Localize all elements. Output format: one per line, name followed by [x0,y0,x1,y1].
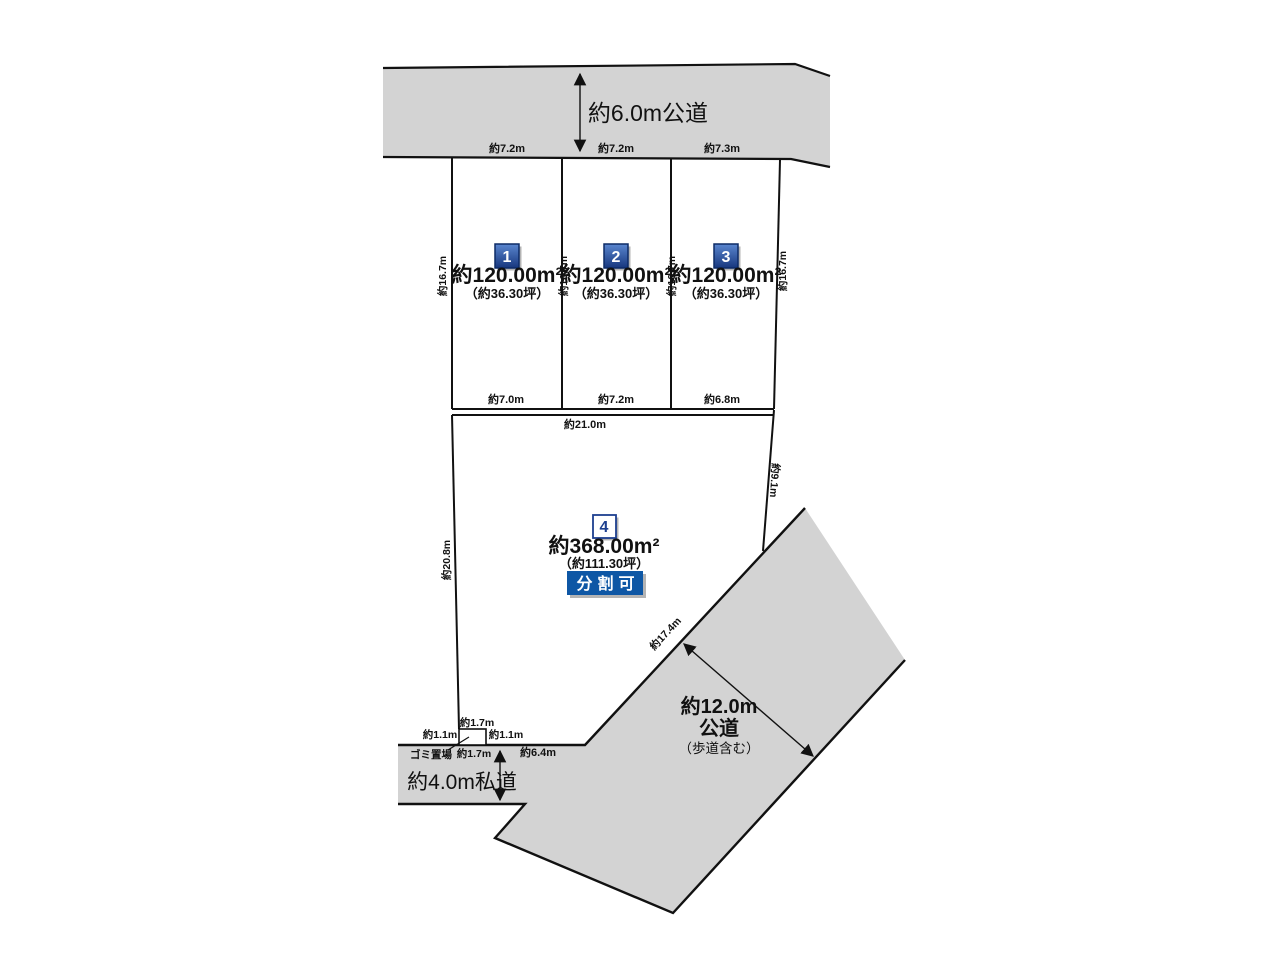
dim-lot4-right: 約9.1m [767,463,782,498]
lot-3-area: 約120.00m² [671,263,782,287]
top-road-area [383,64,830,167]
dim-lot4-left: 約20.8m [440,540,453,580]
lot-2-tsubo: （約36.30坪） [574,286,659,301]
private-road-label: 約4.0m私道 [407,771,517,794]
lot-2-label-group: 2 約120.00m² （約36.30坪） [561,243,672,301]
dim-garbage-top: 約1.7m [460,716,494,729]
lot-4-number: 4 [600,519,609,536]
dim-depth-mid2: 約16.7m [665,256,678,296]
dim-lot2-bottom: 約7.2m [598,392,634,406]
lot4-right-boundary [762,409,775,552]
public-road-label-type: 公道 [699,716,739,740]
public-road-far-edge [398,659,906,915]
dim-lot1-frontage: 約7.2m [489,141,525,155]
top-road-label: 約6.0m公道 [588,100,708,126]
public-road-label-note: （歩道含む） [679,741,760,756]
lot3-right-boundary [773,159,781,410]
bottom-roads-area [398,508,905,913]
top-road-lower-edge [382,155,831,169]
lot-4-split-label: 分割可 [576,574,639,593]
lot-1-number: 1 [503,249,512,266]
dim-garbage-left: 約1.1m [423,728,457,741]
lot-2-area: 約120.00m² [561,263,672,287]
lot-1-badge [494,243,520,269]
lot-1-label-group: 1 約120.00m² （約36.30坪） [452,243,563,301]
dim-garbage-bottom: 約1.7m [457,747,491,760]
public-road-width-arrow [683,643,814,757]
lot-4-badge [592,514,617,539]
lot-4-tsubo: （約111.30坪） [559,556,649,571]
top-road-upper-edge [382,62,831,78]
dim-lot1-bottom: 約7.0m [488,392,524,406]
dim-lot3-frontage: 約7.3m [704,141,740,155]
public-road-label-width: 約12.0m [681,694,758,718]
lot-2-badge [603,243,629,269]
dim-depth-right: 約16.7m [776,251,789,291]
lot4-left-boundary [451,414,460,730]
lot-3-tsubo: （約36.30坪） [684,286,769,301]
lot-2-number: 2 [612,249,621,266]
dim-bottom-edge: 約6.4m [520,745,556,759]
lot-1-tsubo: （約36.30坪） [465,286,550,301]
dim-lot3-bottom: 約6.8m [704,392,740,406]
dim-lot4-top: 約21.0m [564,417,606,431]
lot-3-number: 3 [722,249,731,266]
garbage-station-leader-line [447,736,470,751]
lot-4-label-group: 4 約368.00m² （約111.30坪） 分割可 [549,514,660,598]
lot-4-split-badge [567,571,643,595]
garbage-station-box [458,728,487,746]
garbage-station-label: ゴミ置場 [410,748,452,761]
dim-depth-mid1: 約16.7m [557,256,570,296]
lot-4-area: 約368.00m² [549,534,660,558]
lot-1-area: 約120.00m² [452,263,563,287]
dim-depth-left: 約16.7m [436,256,449,296]
lot-3-badge [713,243,739,269]
dim-lot2-frontage: 約7.2m [598,141,634,155]
dim-garbage-right: 約1.1m [489,728,523,741]
lot-3-label-group: 3 約120.00m² （約36.30坪） [671,243,782,301]
